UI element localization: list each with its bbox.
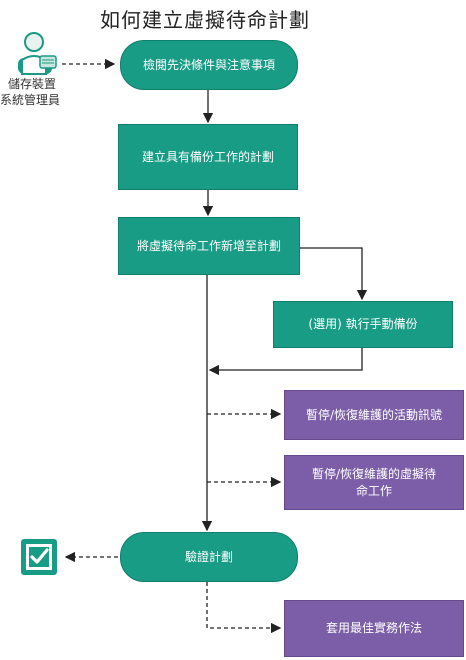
- node-pause-virtual-standby[interactable]: 暫停/恢復維護的虛擬待命工作: [284, 455, 464, 510]
- node-verify-plan[interactable]: 驗證計劃: [120, 532, 298, 582]
- node-review-prerequisites[interactable]: 檢閱先決條件與注意事項: [120, 40, 298, 90]
- node-manual-backup[interactable]: (選用) 執行手動備份: [273, 301, 453, 348]
- node-create-plan[interactable]: 建立具有備份工作的計劃: [118, 124, 298, 190]
- actor-label: 儲存裝置 系統管理員: [0, 77, 64, 108]
- edge-verify-best: [206, 582, 282, 634]
- checkmark-icon: [20, 538, 58, 576]
- diagram-title: 如何建立虛擬待命計劃: [100, 8, 310, 32]
- node-pause-heartbeat[interactable]: 暫停/恢復維護的活動訊號: [284, 390, 464, 440]
- node-best-practices[interactable]: 套用最佳實務作法: [284, 600, 464, 657]
- node-add-standby-task[interactable]: 將虛擬待命工作新增至計劃: [118, 217, 300, 275]
- actor-label-line2: 系統管理員: [0, 92, 60, 107]
- actor-label-line1: 儲存裝置: [7, 77, 56, 91]
- admin-person-icon: [14, 30, 60, 76]
- edge-manual-trunk: [208, 348, 363, 376]
- edge-add-manual: [300, 247, 368, 301]
